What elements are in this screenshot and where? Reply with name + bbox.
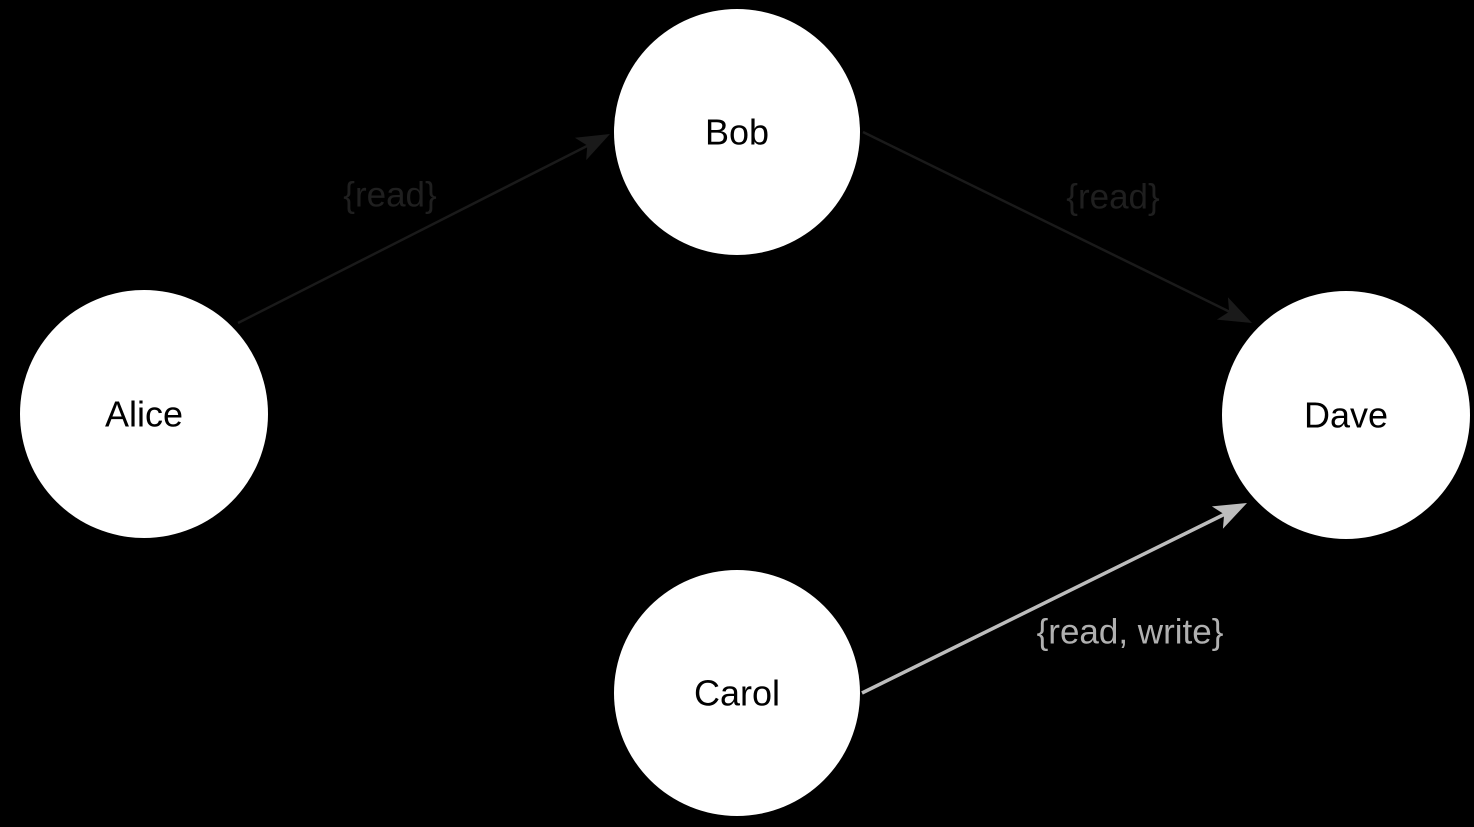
node-bob[interactable]: Bob bbox=[614, 9, 860, 255]
edge-alice-bob[interactable]: {read} bbox=[237, 123, 616, 325]
edge-alice-bob-line[interactable] bbox=[237, 143, 590, 325]
edge-carol-dave-arrowhead-icon bbox=[1211, 503, 1247, 529]
edge-alice-bob-label: {read} bbox=[343, 176, 437, 215]
node-alice[interactable]: Alice bbox=[20, 290, 268, 538]
node-bob-circle[interactable] bbox=[614, 9, 860, 255]
edge-alice-bob-arrowhead-icon bbox=[574, 134, 610, 161]
edge-bob-dave-line[interactable] bbox=[862, 130, 1231, 314]
node-dave[interactable]: Dave bbox=[1222, 291, 1470, 539]
node-carol-circle[interactable] bbox=[614, 570, 860, 816]
edge-carol-dave-label: {read, write} bbox=[1037, 613, 1224, 652]
node-bob-label: Bob bbox=[705, 112, 769, 153]
edge-bob-dave[interactable]: {read} bbox=[862, 130, 1258, 334]
node-alice-label: Alice bbox=[105, 394, 183, 435]
node-dave-circle[interactable] bbox=[1222, 291, 1470, 539]
edge-carol-dave[interactable]: {read, write} bbox=[861, 492, 1253, 695]
node-dave-label: Dave bbox=[1304, 395, 1388, 436]
node-carol-label: Carol bbox=[694, 673, 780, 714]
node-alice-circle[interactable] bbox=[20, 290, 268, 538]
edge-bob-dave-arrowhead-icon bbox=[1216, 297, 1252, 323]
node-carol[interactable]: Carol bbox=[614, 570, 860, 816]
edge-bob-dave-label: {read} bbox=[1066, 178, 1160, 217]
edge-carol-dave-line[interactable] bbox=[861, 512, 1226, 695]
